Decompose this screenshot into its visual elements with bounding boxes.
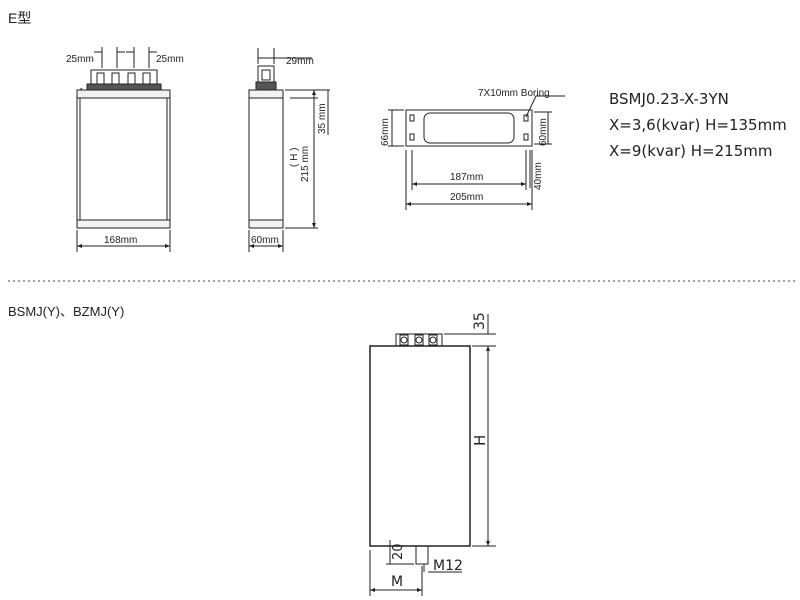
mount-boring-note: 7X10mm Boring xyxy=(478,88,550,99)
front-top-left-dim: 25mm xyxy=(66,54,94,65)
mount-offset-dim: 40mm xyxy=(533,162,544,190)
front-width-dim: 168mm xyxy=(104,235,137,246)
e-front-view xyxy=(76,47,171,252)
mount-inner-dim: 187mm xyxy=(450,172,483,183)
b-width-dim: M xyxy=(391,574,403,590)
e-side-view xyxy=(248,48,330,252)
spec-line-1: X=3,6(kvar) H=135mm xyxy=(609,116,787,134)
dimension-arrows xyxy=(77,90,532,592)
side-width-dim: 60mm xyxy=(251,235,279,246)
side-top-dim: 29mm xyxy=(286,56,314,67)
e-mounting-plate xyxy=(388,95,565,210)
b-top-dim: 35 xyxy=(472,312,488,330)
b-bolt-length-dim: 20 xyxy=(391,543,406,560)
mount-outer-dim: 205mm xyxy=(450,192,483,203)
b-bolt-label: M12 xyxy=(433,558,463,574)
b-capacitor-view xyxy=(369,314,496,596)
mount-left-dim: 66mm xyxy=(380,118,391,146)
side-height-dim: 215 mm xyxy=(300,146,311,182)
mount-right-dim: 60mm xyxy=(538,118,549,146)
side-lid-dim: 35 mm xyxy=(317,103,328,134)
front-top-right-dim: 25mm xyxy=(156,54,184,65)
side-height-label: ( H ) xyxy=(289,148,300,167)
spec-line-2: X=9(kvar) H=215mm xyxy=(609,142,772,160)
spec-model: BSMJ0.23-X-3YN xyxy=(609,90,729,108)
section-b-title: BSMJ(Y)、BZMJ(Y) xyxy=(8,304,124,319)
b-height-dim: H xyxy=(471,435,489,446)
section-e-title: E型 xyxy=(8,10,31,26)
